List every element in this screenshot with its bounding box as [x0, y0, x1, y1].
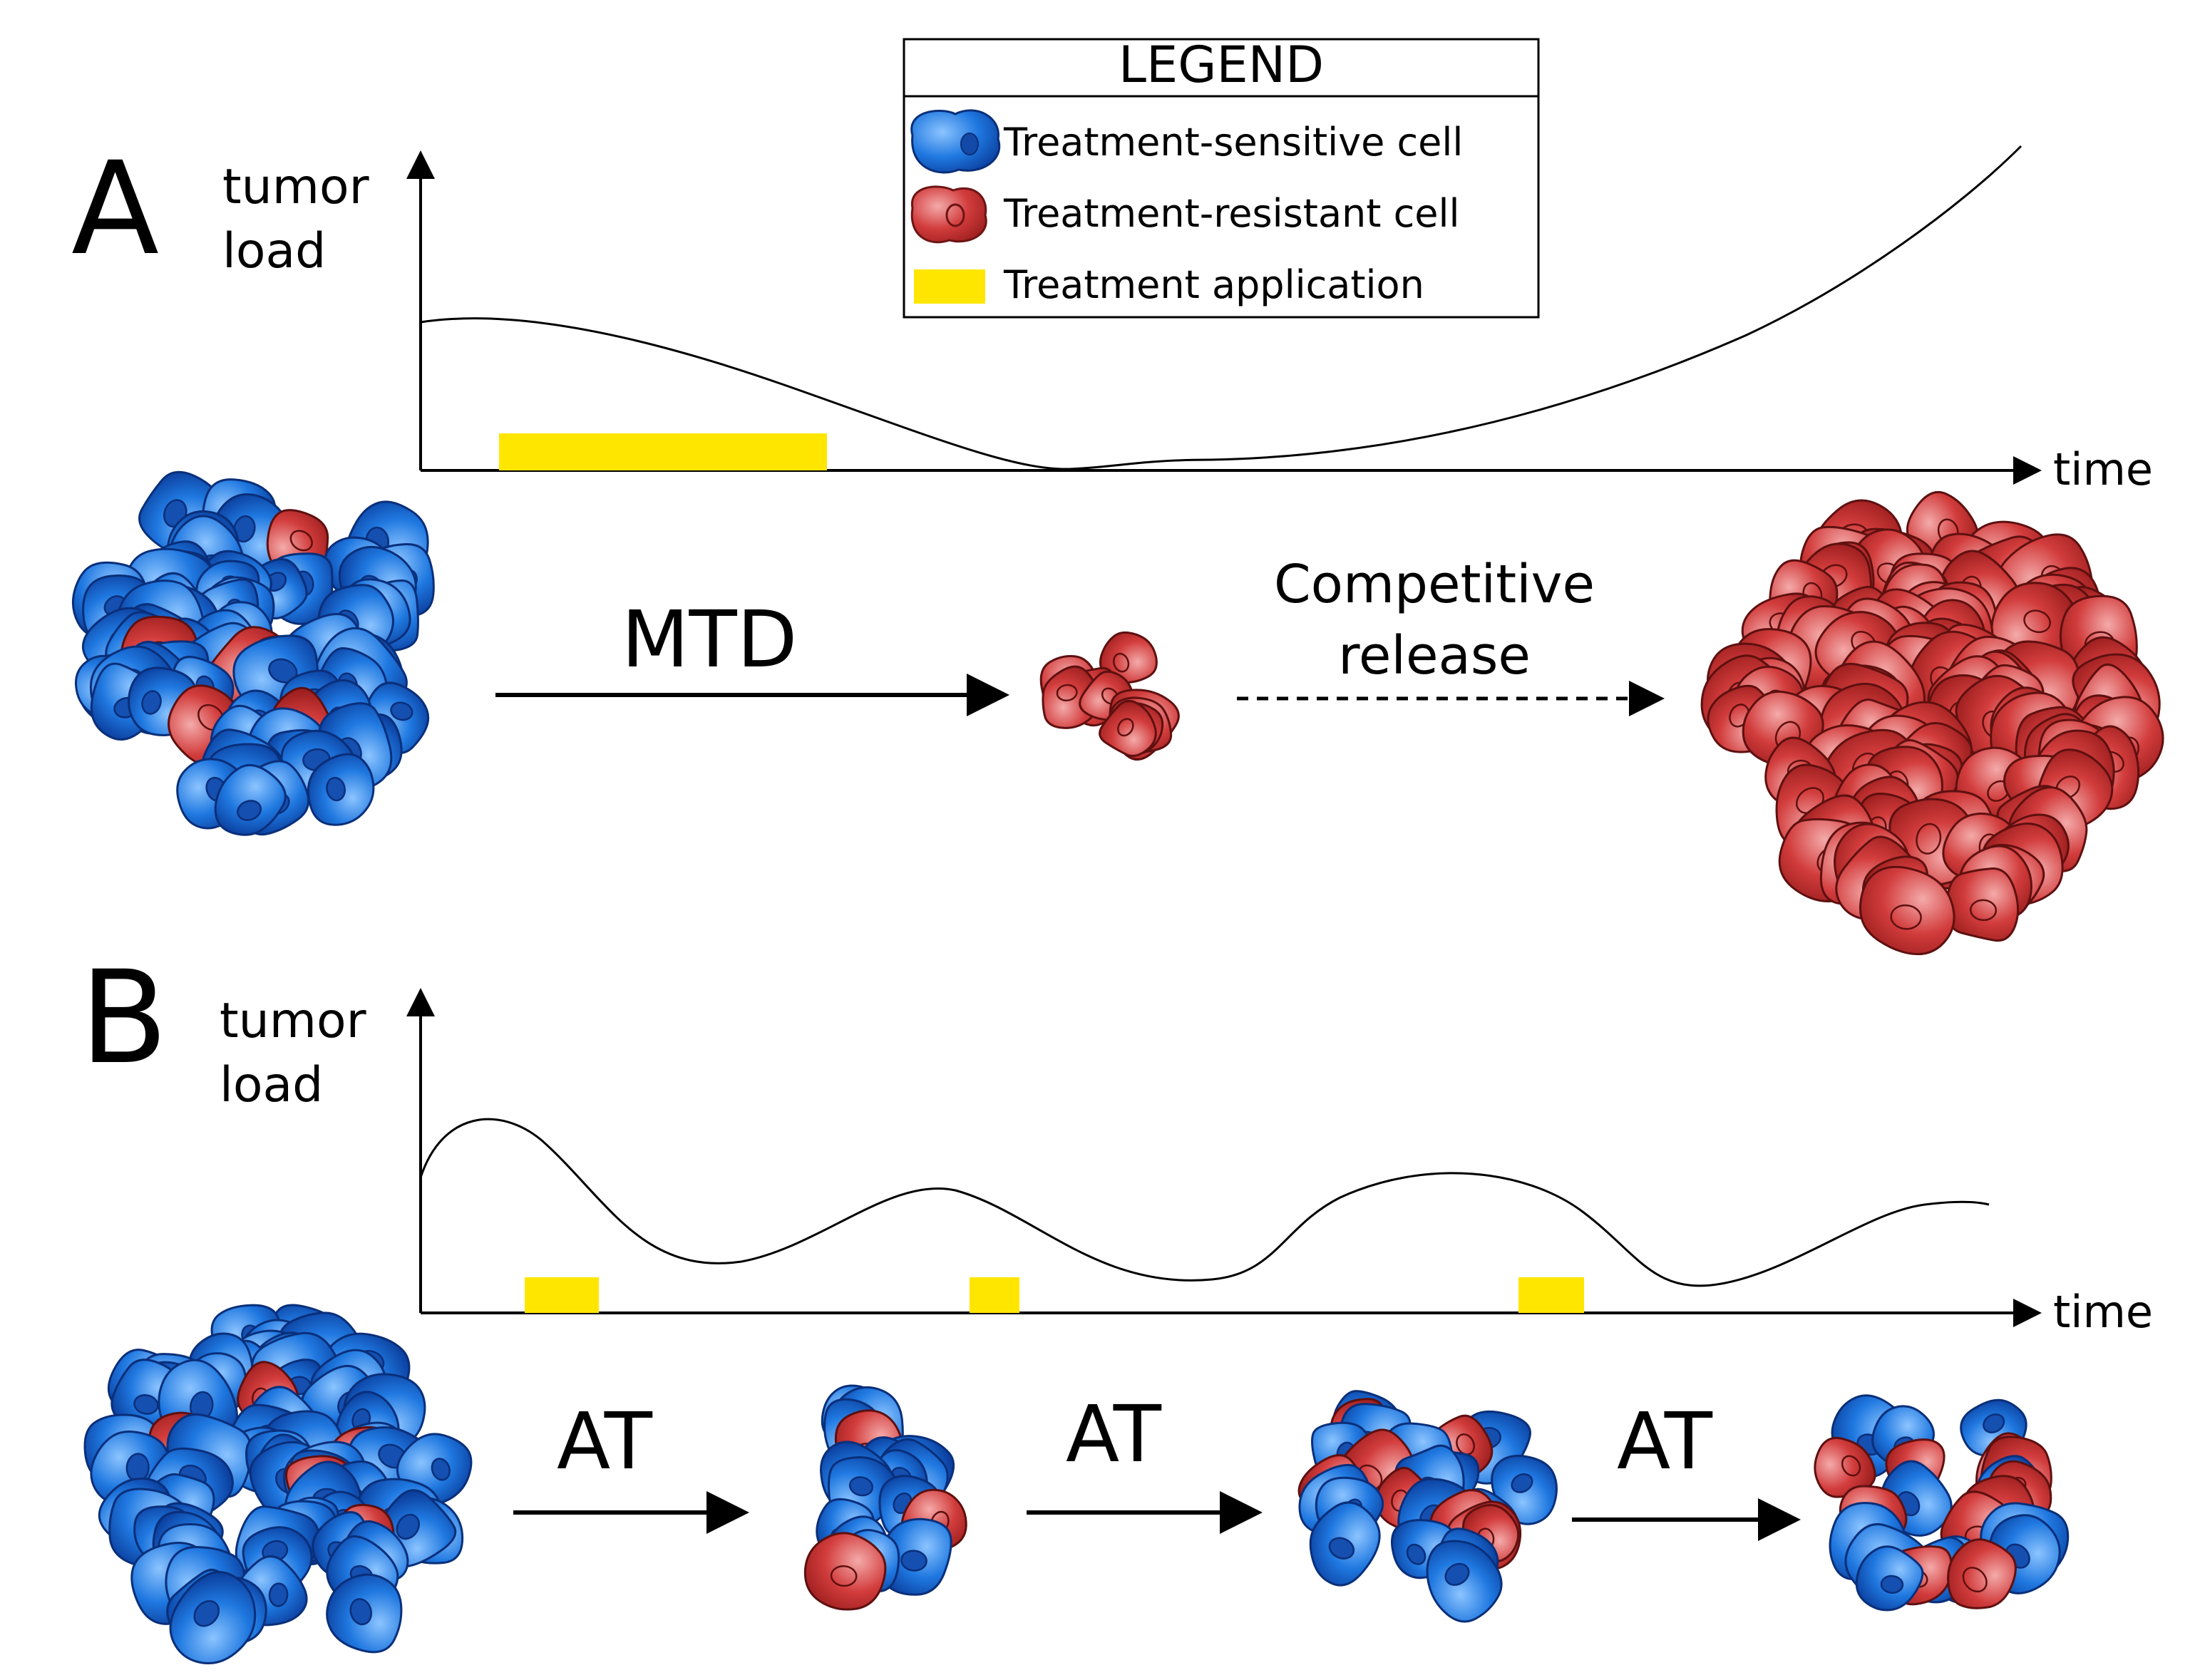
panel-b-tumor-curve [419, 1118, 1990, 1287]
panel-a-tumor-after-mtd [1039, 631, 1180, 761]
panel-a-tumor-initial [71, 470, 435, 836]
panel-a-letter: A [71, 135, 159, 284]
sensitive-cell [307, 753, 375, 826]
panel-b-tumor-stage-3 [1297, 1390, 1558, 1623]
panel-a: A tumor load time MTD Competitive releas… [71, 135, 2164, 956]
legend-item-treatment: Treatment application [1003, 262, 1424, 307]
legend-box [903, 38, 1540, 319]
panel-a-mtd-label: MTD [622, 594, 798, 685]
panel-a-release-label-line1: Competitive [1274, 554, 1595, 615]
resistant-cell [803, 1532, 887, 1611]
panel-a-treatment-bar [499, 433, 827, 470]
resistant-cell [1947, 1538, 2017, 1609]
sensitive-cell [1426, 1540, 1503, 1623]
panel-a-ylabel-line2: load [222, 223, 326, 279]
sensitive-cell [169, 1571, 257, 1664]
panel-b-at-label-1: AT [557, 1396, 653, 1487]
panel-a-xlabel: time [2053, 443, 2153, 495]
panel-b-tumor-stage-4 [1814, 1394, 2070, 1612]
yellow-bar-icon [914, 269, 985, 304]
panel-b-treatment-bar-2 [970, 1277, 1019, 1313]
red-cell-icon [910, 185, 987, 244]
panel-b-at-label-3: AT [1617, 1396, 1713, 1487]
panel-b-treatment-bar-1 [525, 1277, 599, 1313]
panel-b-treatment-bar-3 [1518, 1277, 1584, 1313]
panel-b-ylabel-line1: tumor [220, 993, 366, 1049]
panel-a-tumor-curve [420, 145, 2022, 470]
panel-b-tumor-stage-2 [803, 1384, 967, 1611]
panel-b-xlabel: time [2053, 1286, 2153, 1338]
panel-b-letter: B [80, 944, 168, 1093]
legend-item-resistant: Treatment-resistant cell [1003, 191, 1460, 236]
panel-b-tumor-initial [83, 1304, 473, 1664]
sensitive-cell [1855, 1545, 1924, 1612]
panel-a-tumor-relapse [1700, 490, 2164, 956]
panel-b: B tumor load time AT AT AT [80, 944, 2153, 1664]
panel-b-at-label-2: AT [1066, 1388, 1162, 1480]
panel-a-release-label-line2: release [1338, 625, 1531, 686]
blue-cell-icon [910, 109, 1001, 174]
panel-b-ylabel-line2: load [220, 1057, 323, 1113]
resistant-cell [1859, 865, 1955, 956]
panel-a-ylabel-line1: tumor [222, 159, 369, 215]
resistant-cell [1946, 867, 2020, 942]
resistant-cell [1099, 699, 1157, 757]
sensitive-cell [1309, 1501, 1381, 1587]
sensitive-cell [214, 763, 287, 836]
legend-title: LEGEND [1119, 36, 1324, 94]
sensitive-cell [326, 1573, 403, 1654]
legend-item-sensitive: Treatment-sensitive cell [1003, 120, 1463, 165]
legend: LEGEND Treatment-sensitive cell Treatmen… [903, 36, 1540, 319]
